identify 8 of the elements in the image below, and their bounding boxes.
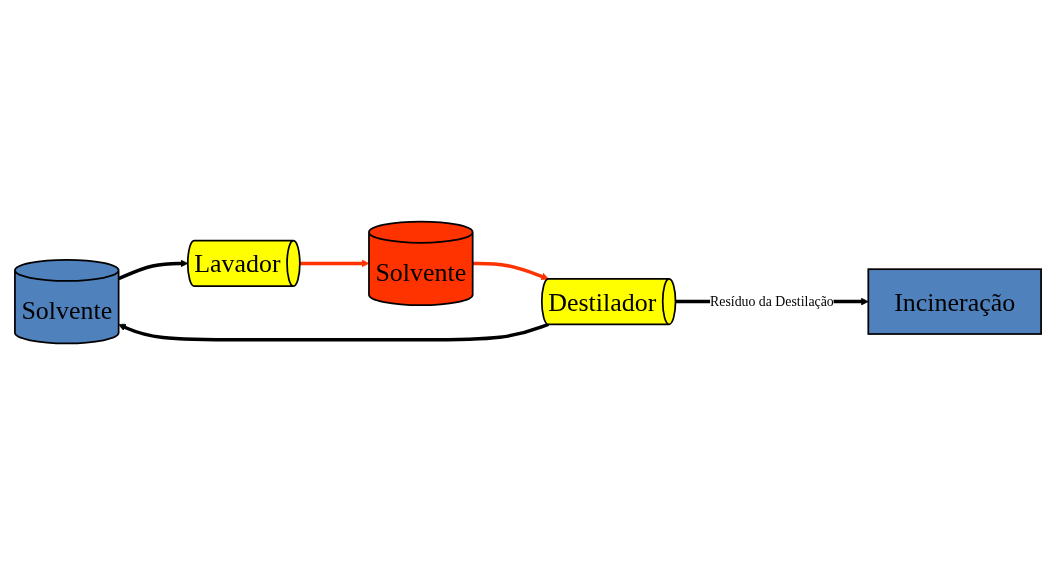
edge-label: Resíduo da Destilação — [710, 293, 834, 309]
node-text: Lavador — [194, 249, 281, 278]
arrow — [118, 322, 550, 342]
arrow — [117, 259, 189, 281]
arrow — [472, 261, 549, 281]
node-box: Incineração — [867, 268, 1042, 335]
arrow — [299, 259, 370, 268]
node-text: Destilador — [548, 287, 657, 316]
